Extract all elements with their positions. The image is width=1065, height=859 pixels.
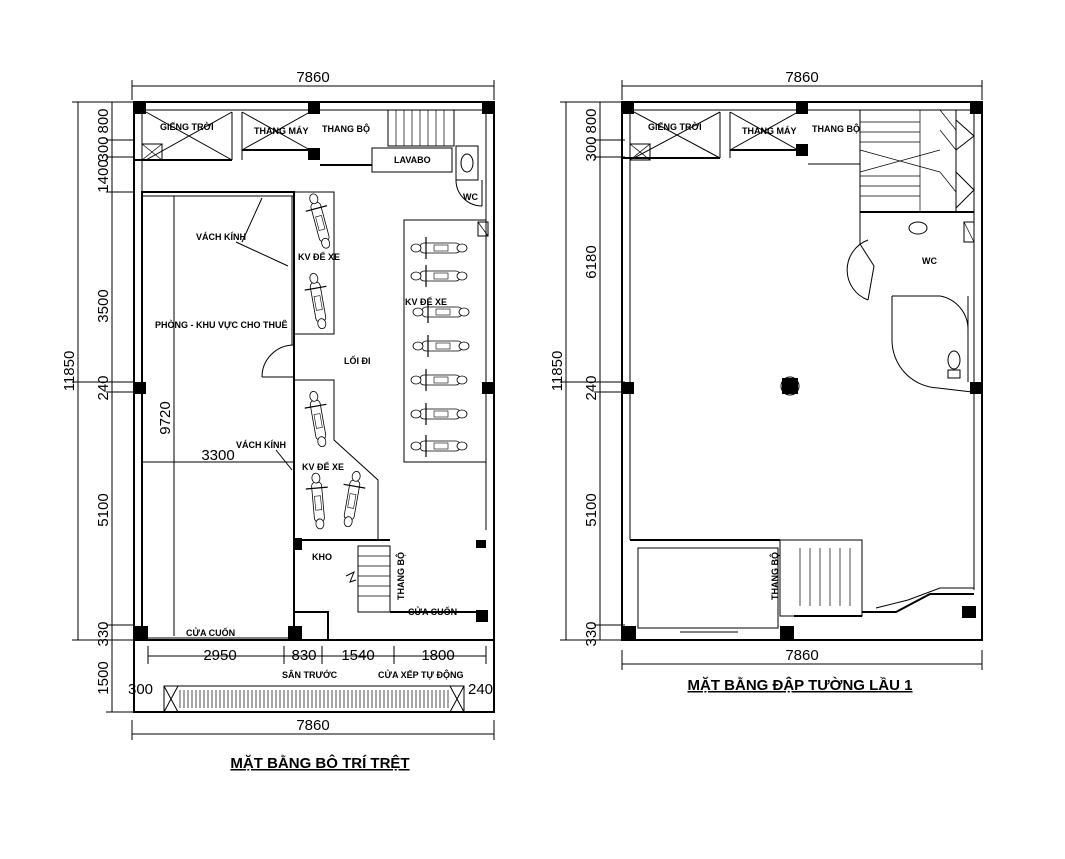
dim-3300: 3300 <box>201 447 234 464</box>
f1-dim-300: 300 <box>583 136 600 161</box>
f1-left-dimensions: 11850 800 300 6180 240 5100 330 <box>549 101 625 647</box>
dim-left-300: 300 <box>128 681 153 698</box>
label-cua-cuon-1: CỬA CUỐN <box>186 627 235 638</box>
column <box>134 102 146 114</box>
dim-2950: 2950 <box>203 647 236 664</box>
ground-floor-plan: 7860 11850 800 300 1400 3500 240 5100 33… <box>61 69 495 772</box>
left-dimensions: 11850 800 300 1400 3500 240 5100 330 150… <box>61 101 135 713</box>
f1-label-thang-may: THANG MÁY <box>742 126 797 136</box>
label-san-truoc: SÂN TRƯỚC <box>282 669 338 680</box>
column <box>308 148 320 160</box>
bottom-width-dim: 7860 <box>296 717 329 734</box>
label-gieng-troi: GIẾNG TRỜI <box>160 121 214 132</box>
f1-total-height-dim: 11850 <box>549 351 566 392</box>
label-vach-kinh-1: VÁCH KÍNH <box>196 232 246 242</box>
folding-gate <box>163 685 465 713</box>
label-cua-cuon-2: CỬA CUỐN <box>408 606 457 617</box>
label-wc: WC <box>463 192 478 202</box>
column <box>134 382 146 394</box>
f1-label-wc: WC <box>922 256 937 266</box>
dim-800: 800 <box>95 108 112 133</box>
plan-title-floor1: MẶT BẰNG ĐẬP TƯỜNG LẦU 1 <box>688 676 913 694</box>
label-kho: KHO <box>312 552 332 562</box>
total-height-dim: 11850 <box>61 351 78 392</box>
f1-label-thang-bo-bottom: THANG BỘ <box>769 552 780 600</box>
label-cua-xep: CỬA XẾP TỰ ĐỘNG <box>378 669 463 680</box>
label-kv-de-xe-2: KV ĐỂ XE <box>302 461 344 472</box>
label-kv-de-xe-1: KV ĐỂ XE <box>298 251 340 262</box>
dim-1400: 1400 <box>95 159 112 192</box>
top-width-dim: 7860 <box>296 69 329 86</box>
column <box>482 102 494 114</box>
label-loi-di: LỐI ĐI <box>344 355 371 366</box>
label-vach-kinh-2: VÁCH KÍNH <box>236 440 286 450</box>
dim-330: 330 <box>95 621 112 646</box>
dim-5100: 5100 <box>95 493 112 526</box>
label-thang-bo-top: THANG BỘ <box>322 123 370 134</box>
f1-label-thang-bo-top: THANG BỘ <box>812 123 860 134</box>
dim-9720: 9720 <box>157 401 174 434</box>
dim-3500: 3500 <box>95 289 112 322</box>
floor1-plan: 7860 11850 800 300 6180 240 5100 330 <box>549 69 983 694</box>
dim-830: 830 <box>291 647 316 664</box>
label-thang-may: THANG MÁY <box>254 126 309 136</box>
top-dimension: 7860 <box>131 69 495 100</box>
label-phong: PHÒNG - KHU VỰC CHO THUÊ <box>155 319 287 330</box>
dim-300: 300 <box>95 136 112 161</box>
f1-dim-5100: 5100 <box>583 493 600 526</box>
plan-title-ground: MẶT BẰNG BÔ TRÍ TRỆT <box>230 754 409 772</box>
f1-wc: WC <box>846 211 975 393</box>
f1-dim-330: 330 <box>583 621 600 646</box>
rental-room: PHÒNG - KHU VỰC CHO THUÊ 9720 3300 <box>141 191 295 641</box>
column <box>308 102 320 114</box>
f1-label-gieng-troi: GIẾNG TRỜI <box>648 121 702 132</box>
label-lavabo: LAVABO <box>394 155 431 165</box>
f1-dim-240: 240 <box>583 375 600 400</box>
f1-dim-800: 800 <box>583 108 600 133</box>
dim-1540: 1540 <box>341 647 374 664</box>
f1-bottom-width-dim: 7860 <box>785 647 818 664</box>
label-kv-de-xe-3: KV ĐỂ XE <box>405 296 447 307</box>
f1-dim-6180: 6180 <box>583 245 600 278</box>
dim-right-240: 240 <box>468 681 493 698</box>
label-thang-bo-bottom: THANG BỘ <box>395 552 406 600</box>
dim-1500: 1500 <box>95 661 112 694</box>
f1-outer-wall <box>621 101 983 641</box>
dim-1800: 1800 <box>421 647 454 664</box>
column <box>482 382 494 394</box>
f1-top-width-dim: 7860 <box>785 69 818 86</box>
dim-240: 240 <box>95 375 112 400</box>
